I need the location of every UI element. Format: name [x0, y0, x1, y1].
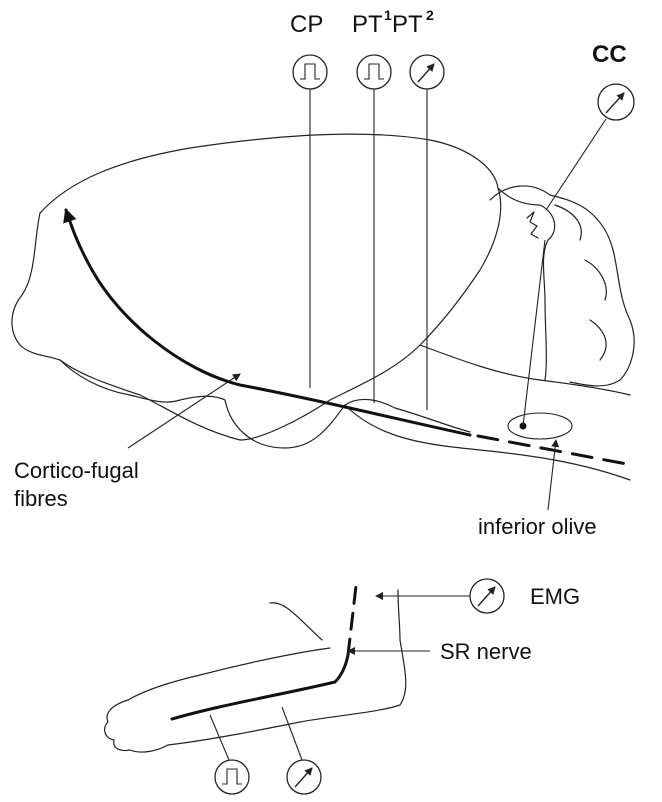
pt1-label: PT — [352, 11, 383, 38]
cortico-label-line2: fibres — [14, 486, 68, 511]
limb-stimulator — [210, 715, 249, 794]
emg-label: EMG — [530, 584, 580, 609]
brain-outline — [12, 134, 634, 480]
cp-stimulator — [293, 55, 327, 388]
cortico-label-line1: Cortico-fugal — [14, 458, 139, 483]
inferior-olive-marker — [508, 413, 572, 439]
forelimb-outline — [105, 590, 406, 752]
inferior-olive-label: inferior olive — [478, 514, 597, 539]
pt1-superscript: 1 — [384, 7, 392, 23]
sr-nerve-label: SR nerve — [440, 639, 532, 664]
cortico-pointer — [128, 374, 240, 448]
olive-electrode-line — [523, 240, 545, 426]
pt2-superscript: 2 — [426, 7, 434, 23]
sr-nerve-fibre — [172, 655, 348, 719]
cc-label: CC — [592, 41, 627, 68]
cc-recorder — [546, 84, 634, 210]
pt2-recorder — [410, 55, 444, 410]
cortico-fugal-fibres — [66, 210, 632, 465]
pt2-label: PT — [392, 11, 423, 38]
emg-recorder — [376, 579, 504, 613]
cp-label: CP — [290, 11, 323, 38]
sr-nerve-dashed — [348, 586, 356, 655]
pt1-stimulator — [357, 55, 391, 403]
